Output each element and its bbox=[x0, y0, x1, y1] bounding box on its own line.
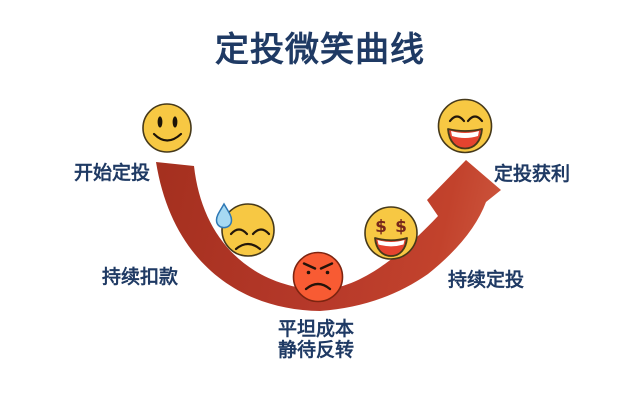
laugh-mouth-teeth bbox=[451, 131, 479, 138]
dollar-right-eye-icon: $ bbox=[395, 217, 407, 237]
money-mouth-teeth bbox=[377, 240, 405, 247]
stage-label-deduct: 持续扣款 bbox=[102, 267, 179, 288]
stage-label-continue: 持续定投 bbox=[448, 270, 525, 291]
stage-label-profit: 定投获利 bbox=[494, 164, 571, 185]
smile-mouth bbox=[152, 132, 183, 142]
stage-label-bottom: 平坦成本 静待反转 bbox=[246, 319, 386, 361]
dollar-left-eye-icon: $ bbox=[375, 217, 387, 237]
money-eyes-face-emoji: $ $ bbox=[364, 206, 418, 260]
smiling-face-emoji bbox=[142, 103, 192, 153]
laughing-face-emoji bbox=[437, 98, 493, 154]
smile-curve-arrow bbox=[156, 160, 501, 311]
angry-mouth bbox=[304, 282, 332, 291]
stage-label-start: 开始定投 bbox=[74, 163, 151, 184]
stage-label-bottom-line1: 平坦成本 bbox=[277, 319, 354, 340]
stage-label-bottom-line2: 静待反转 bbox=[277, 340, 354, 361]
page-title: 定投微笑曲线 bbox=[215, 31, 425, 69]
worried-face-with-sweat-emoji bbox=[215, 202, 275, 257]
worried-mouth bbox=[234, 242, 262, 251]
smile-right-eye bbox=[172, 116, 178, 128]
sweat-drop-icon bbox=[215, 202, 233, 229]
smile-left-eye bbox=[157, 116, 163, 128]
angry-face-emoji bbox=[292, 251, 344, 303]
